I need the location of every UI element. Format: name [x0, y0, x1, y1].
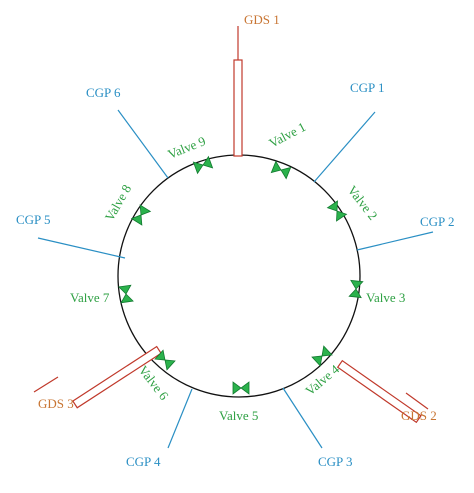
valve-8-symbol — [130, 204, 152, 226]
gds1-connection — [233, 26, 243, 157]
valve-2-label: Valve 2 — [345, 183, 381, 223]
cgp4-label: CGP 4 — [126, 454, 161, 469]
cgp6-line — [117, 109, 169, 179]
valve-4-label: Valve 4 — [302, 361, 342, 398]
gds2-label: GDS 2 — [401, 408, 437, 423]
gds3-label: GDS 3 — [38, 396, 74, 411]
cgp5-label: CGP 5 — [16, 212, 51, 227]
valve-1-label: Valve 1 — [266, 119, 308, 151]
cgp1-label: CGP 1 — [350, 80, 385, 95]
valve-9-label: Valve 9 — [166, 133, 208, 162]
cgp2-label: CGP 2 — [420, 214, 455, 229]
cgp3-label: CGP 3 — [318, 454, 353, 469]
cgp2-line — [356, 231, 434, 251]
valve-2-symbol — [326, 200, 348, 222]
valve-5-symbol — [232, 381, 250, 395]
valve-6-symbol — [154, 349, 176, 371]
cgp1-line — [313, 111, 376, 183]
valve-3-label: Valve 3 — [366, 290, 405, 305]
valve-8-label: Valve 8 — [102, 182, 135, 224]
gds3-connection — [33, 345, 162, 409]
valve-7-label: Valve 7 — [70, 290, 110, 305]
valve-3-symbol — [348, 279, 364, 299]
valve-1-symbol — [270, 160, 292, 180]
ring-pipeline — [117, 154, 361, 398]
cgp6-label: CGP 6 — [86, 85, 121, 100]
cgp4-line — [167, 388, 193, 449]
cgp3-line — [282, 387, 323, 449]
valve-7-symbol — [118, 284, 134, 304]
valve-4-symbol — [311, 345, 333, 367]
valve-5-label: Valve 5 — [219, 408, 258, 423]
gds2-connection — [336, 359, 429, 424]
cgp5-line — [37, 237, 126, 259]
valve-9-symbol — [192, 155, 214, 175]
gds1-label: GDS 1 — [244, 12, 280, 27]
